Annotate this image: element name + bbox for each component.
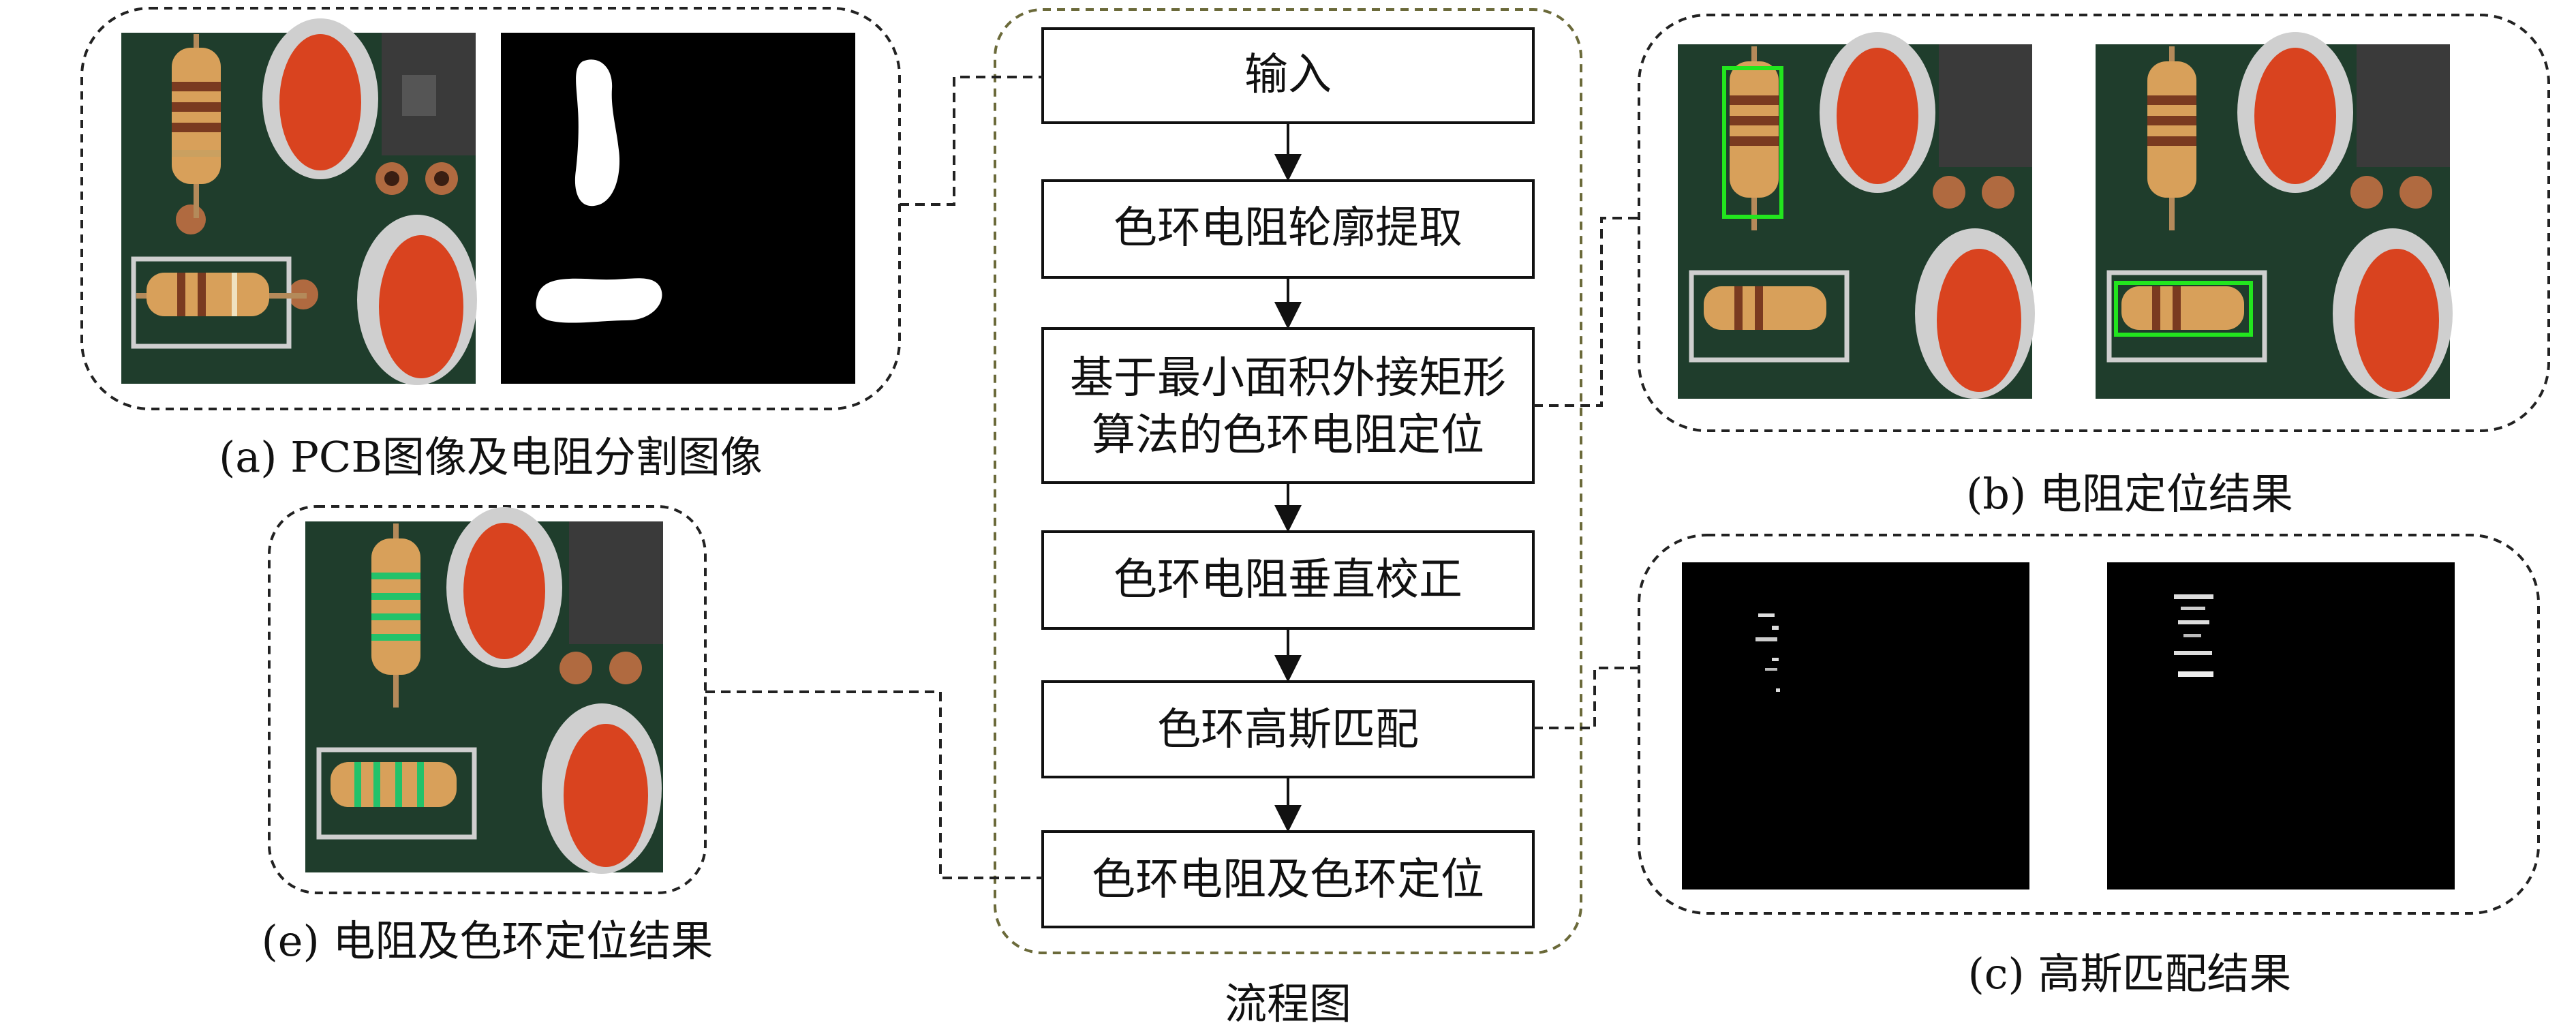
panel-c-image-1 <box>1682 562 2029 889</box>
flow-step-correct: 色环电阻垂直校正 <box>1041 530 1535 630</box>
panel-e-image <box>305 507 663 874</box>
panel-b-image-1 <box>1678 32 2035 399</box>
flow-step-final-text: 色环电阻及色环定位 <box>1092 855 1484 905</box>
panel-b-caption: (b) 电阻定位结果 <box>1966 469 2293 519</box>
flow-step-contour-text: 色环电阻轮廓提取 <box>1114 203 1462 254</box>
panel-c-caption: (c) 高斯匹配结果 <box>1968 949 2292 999</box>
flow-title: 流程图 <box>1225 979 1351 1029</box>
panel-c-frame <box>1638 534 2540 915</box>
flow-step-locate: 基于最小面积外接矩形 算法的色环电阻定位 <box>1041 327 1535 484</box>
panel-a-mask-image <box>501 33 855 384</box>
connector-b <box>1533 217 1639 407</box>
panel-a-caption: (a) PCB图像及电阻分割图像 <box>219 432 763 482</box>
detection-box-vertical <box>1722 66 1783 219</box>
connector-a <box>900 76 1043 206</box>
flow-step-gauss-text: 色环高斯匹配 <box>1157 705 1419 755</box>
flow-step-input-text: 输入 <box>1244 50 1332 100</box>
flow-frame <box>994 8 1582 954</box>
detection-box-horizontal <box>2114 281 2253 337</box>
flow-step-contour: 色环电阻轮廓提取 <box>1041 179 1535 279</box>
panel-b-image-2 <box>2096 32 2453 399</box>
panel-b-frame <box>1638 14 2550 432</box>
panel-a-frame <box>80 7 901 410</box>
panel-c-image-2 <box>2107 562 2455 889</box>
panel-e-caption: (e) 电阻及色环定位结果 <box>262 916 714 966</box>
connector-c <box>1533 667 1639 729</box>
flow-step-locate-text-1: 基于最小面积外接矩形 <box>1070 353 1506 404</box>
flow-step-correct-text: 色环电阻垂直校正 <box>1114 555 1462 605</box>
flow-step-gauss: 色环高斯匹配 <box>1041 680 1535 778</box>
flow-step-final: 色环电阻及色环定位 <box>1041 830 1535 928</box>
flow-step-locate-text-2: 算法的色环电阻定位 <box>1092 410 1484 461</box>
flow-step-input: 输入 <box>1041 27 1535 124</box>
panel-e-frame <box>268 505 707 894</box>
panel-a-pcb-image <box>121 18 477 385</box>
connector-e <box>705 690 1043 879</box>
